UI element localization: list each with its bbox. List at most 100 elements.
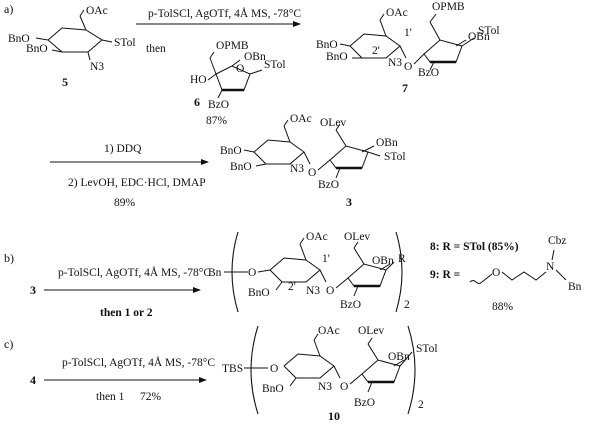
product-8-9-bno: BnO (248, 287, 270, 299)
product-8-9-right-paren (395, 231, 403, 313)
product-8-9-subscript: 2 (404, 299, 410, 311)
product-3-oac: OAc (290, 113, 312, 125)
arrow-a1-yield: 87% (206, 115, 228, 127)
arrow-a1-reagents: p-TolSCl, AgOTf, 4Å MS, -78°C (148, 6, 301, 20)
product-10-stol: STol (416, 343, 438, 355)
panel-a-label: a) (4, 2, 13, 16)
panel-c-start-id: 4 (30, 373, 36, 387)
product-3-obn: OBn (376, 137, 398, 149)
product-8-9-glcn-ring (269, 257, 321, 283)
acceptor-6-ring-o: O (236, 63, 244, 75)
product-8-9-bn: Bn (208, 267, 222, 279)
product-8-9-link-o-left: O (248, 267, 256, 279)
product-7-opmb: OPMB (432, 1, 465, 13)
legend-line-9: 9: R = (430, 269, 460, 281)
product-8-9-2prime: 2' (288, 281, 296, 293)
product-8-9-structure: OAc O BnO 2' N3 1' O OLev OBn R BzO (224, 231, 406, 311)
product-3-stol: STol (384, 151, 406, 163)
legend-9-bn: Bn (568, 281, 582, 293)
product-10-oac: OAc (318, 325, 340, 337)
legend-line-8: 8: R = STol (85%) (430, 241, 519, 253)
arrow-a1-then: then (146, 43, 166, 55)
arrow-c-then: then 1 (96, 391, 125, 403)
product-8-9-1prime: 1' (322, 253, 330, 265)
acceptor-6-stol: STol (264, 59, 286, 71)
legend-9-yield: 88% (492, 301, 514, 313)
product-10-n3: N3 (318, 381, 332, 393)
donor-5-structure: OAc BnO BnO N3 STol (8, 5, 136, 73)
product-3-bno-top: BnO (220, 145, 242, 157)
product-10-right-paren (407, 325, 416, 415)
arrow-c-reagents: p-TolSCl, AgOTf, 4Å MS, -78°C (62, 355, 215, 369)
acceptor-6-ho: HO (190, 74, 207, 86)
product-7-bzo: BzO (418, 67, 439, 79)
product-7-bno-bottom: BnO (326, 51, 348, 63)
panel-c-label: c) (4, 337, 13, 351)
product-8-9-obn: OBn (372, 255, 394, 267)
product-10-subscript: 2 (418, 399, 424, 411)
donor-5-ring (47, 27, 103, 53)
product-8-9-gal-ring (347, 263, 387, 287)
product-3-glcn-ring (253, 139, 305, 165)
product-3-structure: OAc BnO BnO N3 O OLev OBn STol BzO (220, 113, 406, 191)
acceptor-6-opmb: OPMB (216, 40, 249, 52)
product-3-bno-bottom: BnO (230, 161, 252, 173)
acceptor-6-structure: O OPMB OBn STol HO BzO (190, 40, 286, 111)
product-7-link-o: O (404, 61, 412, 73)
arrow-a2-reagents-2: 2) LevOH, EDC·HCl, DMAP (68, 177, 206, 189)
product-7-structure: OAc BnO BnO 2' N3 1' O OPMB OBn STol BzO (316, 1, 500, 79)
product-3-link-o: O (308, 167, 316, 179)
product-7-n3: N3 (388, 57, 402, 69)
product-8-9-bzo: BzO (340, 299, 361, 311)
legend-9-o: O (492, 267, 500, 279)
product-8-9-link-o-right: O (326, 285, 334, 297)
product-10-link-o-right: O (340, 381, 348, 393)
legend-9-n: N (546, 261, 555, 273)
donor-5-stol: STol (114, 37, 136, 49)
product-8-9-olev: OLev (344, 231, 370, 243)
arrow-c-yield: 72% (140, 391, 162, 403)
product-10-gal-ring (361, 359, 401, 383)
product-10-id: 10 (328, 409, 340, 423)
panel-b-start-id: 3 (30, 283, 36, 297)
arrow-b-then: then 1 or 2 (100, 307, 153, 319)
product-8-9-oac: OAc (306, 231, 328, 243)
product-3-gal-ring (329, 145, 369, 169)
legend-9-linker: O N Cbz Bn (469, 235, 582, 293)
product-10-structure: O OAc BnO N3 O OLev OBn STol BzO (244, 325, 438, 409)
product-3-id: 3 (346, 195, 352, 209)
product-10-link-o-left: O (270, 363, 278, 375)
product-10-left-paren (250, 325, 259, 415)
product-8-9-n3: N3 (306, 285, 320, 297)
product-7-1prime: 1' (404, 27, 412, 39)
panel-b: b) 3 p-TolSCl, AgOTf, 4Å MS, -78°C then … (4, 231, 582, 319)
arrow-b-reagents: p-TolSCl, AgOTf, 4Å MS, -78°C (58, 265, 211, 279)
product-7-id: 7 (402, 81, 408, 95)
product-10-bno: BnO (262, 383, 284, 395)
donor-5-n3: N3 (90, 61, 104, 73)
donor-5-id: 5 (62, 75, 68, 89)
product-7-bno-top: BnO (316, 39, 338, 51)
wavy-bond (469, 280, 483, 284)
product-3-n3: N3 (290, 163, 304, 175)
acceptor-6-ring (215, 65, 251, 91)
product-8-9-r: R (398, 253, 406, 265)
legend-9-chain (501, 271, 547, 281)
product-3-bzo: BzO (318, 179, 339, 191)
donor-5-oac: OAc (86, 5, 108, 17)
product-7-oac: OAc (386, 7, 408, 19)
panel-a: a) OAc BnO BnO N3 STol 5 p-TolSCl, AgOTf… (4, 1, 500, 209)
product-10-olev: OLev (358, 325, 384, 337)
product-10-bzo: BzO (354, 397, 375, 409)
product-7-stol: STol (478, 25, 500, 37)
arrow-a2-reagents-1: 1) DDQ (104, 143, 142, 155)
product-7-gal-ring (423, 39, 463, 63)
donor-5-bno-bottom: BnO (26, 43, 48, 55)
acceptor-6-bzo: BzO (208, 99, 229, 111)
product-10-obn: OBn (388, 351, 410, 363)
acceptor-6-obn: OBn (244, 51, 266, 63)
product-10-tbs: TBS (222, 363, 243, 375)
product-10-glcn-ring (283, 353, 335, 379)
arrow-a2-yield: 89% (114, 197, 136, 209)
